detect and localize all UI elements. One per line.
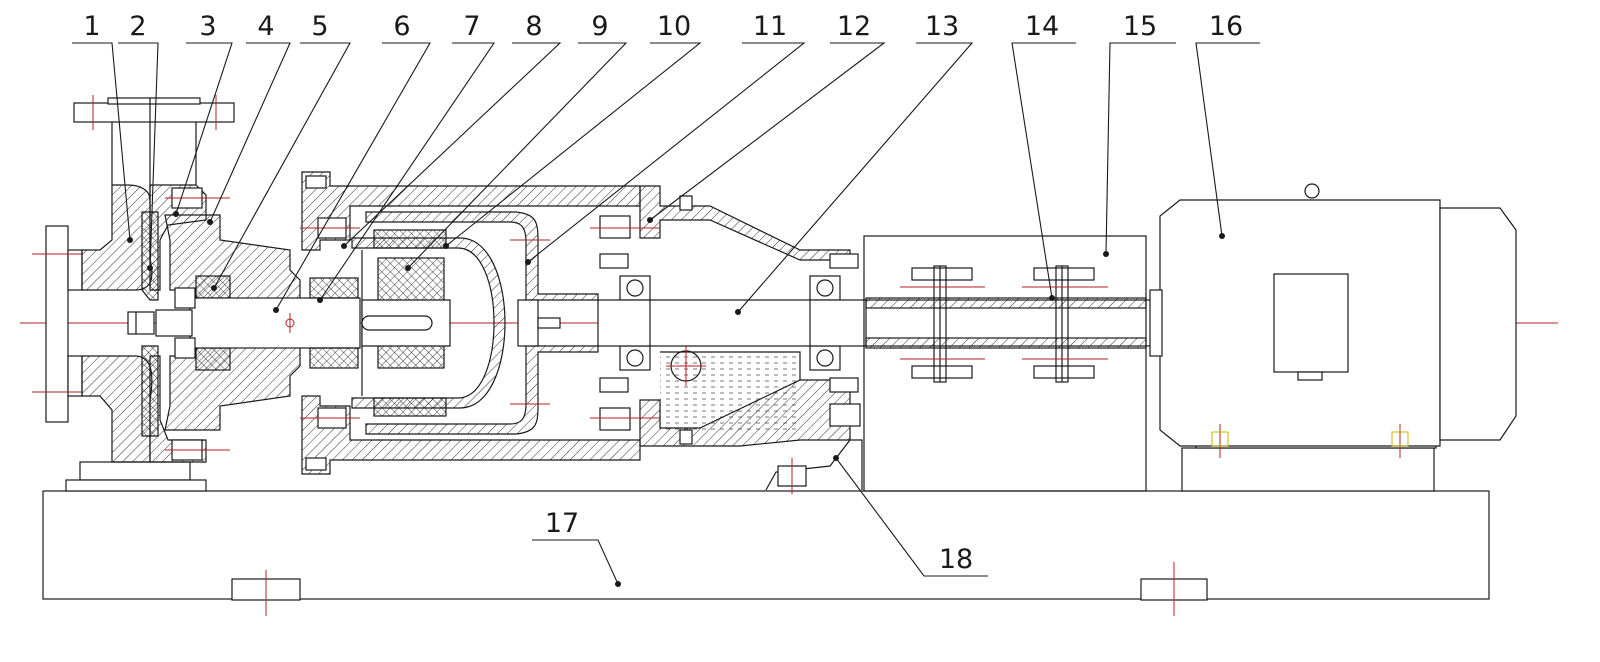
callout-14: 14 bbox=[1025, 11, 1059, 42]
callout-13: 13 bbox=[925, 11, 959, 42]
callout-8: 8 bbox=[525, 11, 542, 42]
callout-3: 3 bbox=[199, 11, 216, 42]
coupling-guard bbox=[863, 235, 1147, 492]
electric-motor bbox=[1149, 183, 1517, 492]
containment-shell bbox=[351, 237, 506, 409]
callout-18: 18 bbox=[939, 544, 973, 575]
pump-foot bbox=[65, 461, 207, 492]
callout-dots bbox=[127, 211, 1225, 587]
bearing-housing bbox=[590, 185, 851, 447]
ball-bearings bbox=[599, 253, 859, 393]
callout-labels: 1 2 3 4 5 6 7 8 9 10 11 12 13 14 15 16 1… bbox=[83, 11, 1243, 575]
callout-2: 2 bbox=[129, 11, 146, 42]
intermediate-bracket bbox=[300, 171, 641, 475]
base-frame bbox=[42, 490, 1490, 616]
callout-leaders bbox=[72, 42, 1260, 585]
support-bracket bbox=[765, 403, 863, 494]
callout-6: 6 bbox=[393, 11, 410, 42]
callout-16: 16 bbox=[1209, 11, 1243, 42]
callout-9: 9 bbox=[591, 11, 608, 42]
callout-17: 17 bbox=[545, 508, 579, 539]
callout-10: 10 bbox=[657, 11, 691, 42]
callout-7: 7 bbox=[463, 11, 480, 42]
suction-flange bbox=[32, 225, 83, 423]
callout-12: 12 bbox=[837, 11, 871, 42]
callout-4: 4 bbox=[257, 11, 274, 42]
outer-magnet-housing bbox=[365, 211, 599, 435]
coupling bbox=[865, 265, 1147, 383]
sleeve-bearings bbox=[155, 275, 361, 371]
callout-5: 5 bbox=[311, 11, 328, 42]
callout-11: 11 bbox=[753, 11, 787, 42]
inner-magnet-rotor bbox=[361, 229, 451, 417]
callout-1: 1 bbox=[83, 11, 100, 42]
pump-casing bbox=[81, 184, 207, 463]
callout-15: 15 bbox=[1123, 11, 1157, 42]
discharge-nozzle bbox=[73, 95, 235, 200]
